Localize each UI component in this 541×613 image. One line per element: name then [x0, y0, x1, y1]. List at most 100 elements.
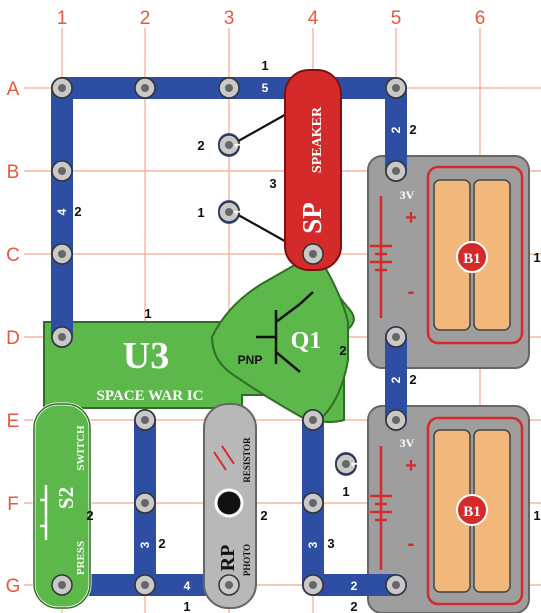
wire-top-length: 5 — [262, 81, 269, 95]
switch-symbol — [40, 485, 48, 540]
wire-right-top-index: 2 — [409, 122, 416, 137]
battery-plus: + — [405, 455, 417, 477]
transistor-q1: Q1 PNP 2 — [210, 261, 349, 426]
light-arrows-icon — [213, 445, 235, 471]
jumper-c-length: 1 — [232, 208, 246, 215]
column-label-2: 2 — [140, 8, 151, 29]
ic-pin: 1 — [144, 306, 151, 321]
battery-minus: - — [408, 533, 415, 555]
snap-center — [58, 167, 66, 175]
row-label-g: G — [6, 576, 21, 597]
snap-center — [392, 167, 400, 175]
battery-pin: 1 — [533, 250, 540, 265]
press-switch: S2 SWITCH PRESS 2 — [32, 402, 94, 610]
battery-code: B1 — [463, 251, 481, 267]
wire-left-length: 4 — [55, 208, 69, 215]
photoresistor-type: PHOTO — [242, 544, 252, 576]
transistor-symbol — [256, 291, 314, 373]
battery-badge — [456, 494, 488, 526]
wire-col4-index: 3 — [327, 536, 334, 551]
snap-center — [225, 581, 233, 589]
snap-center — [342, 460, 350, 468]
jumper-f-index: 1 — [342, 484, 349, 499]
speaker-pin: 3 — [269, 176, 276, 191]
jumper-b-index: 2 — [197, 138, 204, 153]
jumper-c-index: 1 — [197, 205, 204, 220]
transistor-pin: 2 — [339, 343, 346, 358]
column-label-1: 1 — [57, 8, 68, 29]
snap-connectors — [51, 77, 407, 596]
row-label-c: C — [6, 245, 20, 266]
snap-center — [225, 84, 233, 92]
battery-symbol — [370, 196, 392, 318]
row-label-d: D — [6, 328, 20, 349]
snap-center — [58, 84, 66, 92]
wire-bottom-index: 1 — [183, 599, 190, 613]
switch-pin: 2 — [86, 508, 93, 523]
snap-center — [392, 581, 400, 589]
battery-pin: 1 — [533, 508, 540, 523]
wire-col2-length: 3 — [138, 541, 152, 548]
row-label-b: B — [7, 162, 20, 183]
wire-bottom-right-index: 2 — [350, 599, 357, 613]
wire-top-index: 1 — [261, 58, 268, 73]
wire-bottom-right-length: 2 — [351, 579, 358, 593]
wire-right-mid-length: 2 — [389, 376, 403, 383]
photoresistor-code: RP — [217, 545, 239, 572]
photoresistor-pin: 2 — [260, 508, 267, 523]
snap-center — [309, 581, 317, 589]
row-label-f: F — [7, 494, 19, 515]
snap-center — [309, 499, 317, 507]
photoresistor: RP RESISTOR PHOTO 2 — [203, 403, 268, 609]
snap-center — [141, 416, 149, 424]
wire-col2-index: 2 — [158, 536, 165, 551]
snap-center — [392, 416, 400, 424]
snap-center — [141, 581, 149, 589]
column-label-6: 6 — [475, 8, 486, 29]
battery-bottom: B1 3V + - 1 — [367, 405, 541, 613]
wire-right-top-length: 2 — [389, 126, 403, 133]
battery-code: B1 — [463, 504, 481, 520]
battery-top: B1 3V + - 1 — [367, 155, 541, 369]
battery-symbol — [370, 446, 392, 570]
snap-center — [225, 141, 233, 149]
snap-center — [141, 499, 149, 507]
switch-code: S2 — [54, 487, 78, 509]
column-label-4: 4 — [308, 8, 319, 29]
battery-minus: - — [408, 281, 415, 303]
photoresistor-name: RESISTOR — [242, 437, 252, 483]
ic-name: SPACE WAR IC — [97, 388, 204, 404]
photo-sensor — [214, 488, 244, 518]
snap-center — [392, 84, 400, 92]
snap-center — [141, 84, 149, 92]
speaker-code: SP — [297, 202, 327, 234]
wire-right-mid-index: 2 — [409, 372, 416, 387]
snap-center — [309, 416, 317, 424]
transistor-code: Q1 — [291, 328, 322, 354]
jumper-f-length: 1 — [349, 460, 363, 467]
snap-center — [392, 333, 400, 341]
battery-voltage: 3V — [400, 188, 415, 202]
snap-center — [225, 208, 233, 216]
row-label-e: E — [7, 411, 20, 432]
switch-name: SWITCH — [75, 425, 87, 471]
snap-center — [58, 250, 66, 258]
speaker-leads — [232, 111, 291, 245]
snap-center — [309, 250, 317, 258]
wire-col4-length: 3 — [306, 541, 320, 548]
battery-voltage: 3V — [400, 436, 415, 450]
row-label-a: A — [7, 79, 20, 100]
ic-code: U3 — [123, 335, 169, 377]
speaker: SP SPEAKER 3 — [269, 69, 342, 271]
battery-badge — [456, 241, 488, 273]
snap-center — [58, 581, 66, 589]
wire-bottom-length: 4 — [184, 579, 191, 593]
transistor-type: PNP — [238, 353, 263, 367]
battery-plus: + — [405, 207, 417, 229]
snap-center — [58, 333, 66, 341]
speaker-name: SPEAKER — [310, 106, 325, 173]
switch-type: PRESS — [75, 541, 87, 575]
jumper-b-length: 1 — [232, 141, 246, 148]
column-label-5: 5 — [391, 8, 402, 29]
